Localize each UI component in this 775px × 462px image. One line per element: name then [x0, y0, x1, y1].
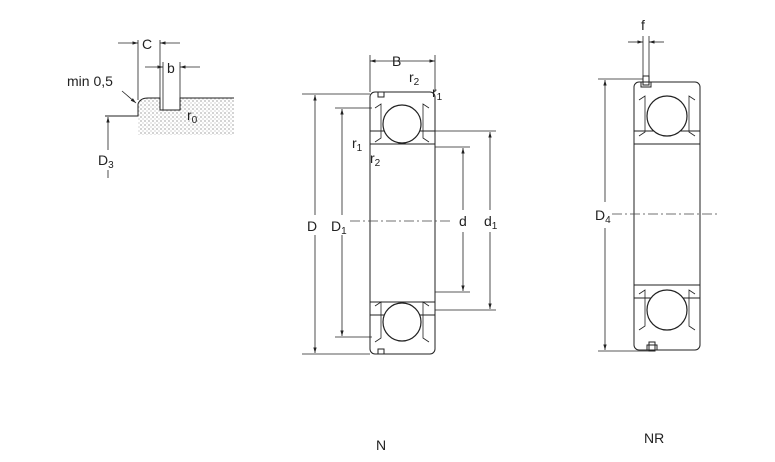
label-B: B: [392, 53, 401, 69]
label-r2-mid: r2: [370, 150, 381, 169]
caption-nr: NR: [644, 430, 664, 446]
nr-outer-ring-outline: [633, 81, 701, 351]
min-leader: [121, 90, 137, 104]
label-D: D: [307, 218, 317, 234]
nr-lower-ball: [646, 289, 688, 331]
label-d: d: [459, 213, 467, 229]
label-b: b: [167, 60, 175, 76]
shaft-shading: [138, 98, 234, 135]
bearing-nr: f D4 NR: [595, 17, 720, 446]
label-c: C: [142, 36, 152, 52]
snap-ring-top: [642, 75, 650, 86]
groove-detail: C b min 0,5 r0 D3: [67, 36, 234, 178]
lower-ball: [382, 302, 422, 342]
label-d1: d1: [484, 213, 498, 232]
label-f: f: [641, 17, 645, 33]
label-D1: D1: [331, 218, 347, 237]
label-r1-mid: r1: [352, 135, 363, 154]
label-r1-top: r1: [432, 84, 443, 103]
label-min: min 0,5: [67, 73, 113, 89]
outer-ring-outline: [369, 91, 436, 355]
bearing-n: B r2 r1 r1 r2 D D1 d d1 N: [302, 53, 498, 453]
upper-ball: [382, 104, 422, 144]
label-r2-top: r2: [409, 69, 420, 88]
label-D4: D4: [595, 207, 611, 226]
snap-ring-bottom: [648, 341, 656, 352]
caption-n: N: [376, 437, 386, 453]
nr-upper-ball: [646, 95, 688, 137]
label-r0: r0: [187, 107, 198, 126]
label-d3: D3: [98, 152, 114, 171]
